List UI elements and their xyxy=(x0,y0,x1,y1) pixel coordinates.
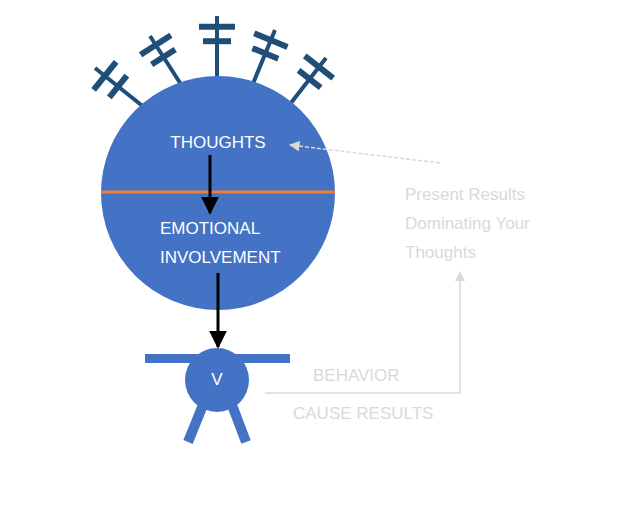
left-leg xyxy=(188,405,203,442)
divider-line xyxy=(101,191,335,194)
node-text: EMOTIONAL INVOLVEMENT xyxy=(160,214,320,272)
antenna-crossbar xyxy=(254,33,287,47)
feedback-line xyxy=(265,272,460,393)
antenna-crossbar xyxy=(203,38,231,44)
circle-fill xyxy=(185,348,249,412)
behavior-circle: V xyxy=(185,348,249,412)
antenna-crossbar xyxy=(152,49,176,64)
node-text: THOUGHTS xyxy=(150,132,286,154)
antenna-crossbar xyxy=(199,24,235,30)
thoughts-band: THOUGHTS xyxy=(150,132,286,154)
note-text: Present Results Dominating Your Thoughts xyxy=(405,180,550,267)
flow-arrow xyxy=(209,155,212,213)
behavior-label: BEHAVIOR xyxy=(313,361,453,390)
node-text: V xyxy=(185,348,249,412)
right-leg xyxy=(232,405,246,442)
antenna-crossbar xyxy=(252,48,278,59)
result-label: CAUSE RESULTS xyxy=(293,399,463,428)
antenna-crossbar xyxy=(299,70,321,87)
flow-arrow xyxy=(217,273,220,347)
emotion-band: EMOTIONAL INVOLVEMENT xyxy=(160,214,320,272)
leader-line xyxy=(290,145,440,163)
antenna-crossbar xyxy=(94,62,116,90)
antenna-crossbar xyxy=(109,76,126,98)
